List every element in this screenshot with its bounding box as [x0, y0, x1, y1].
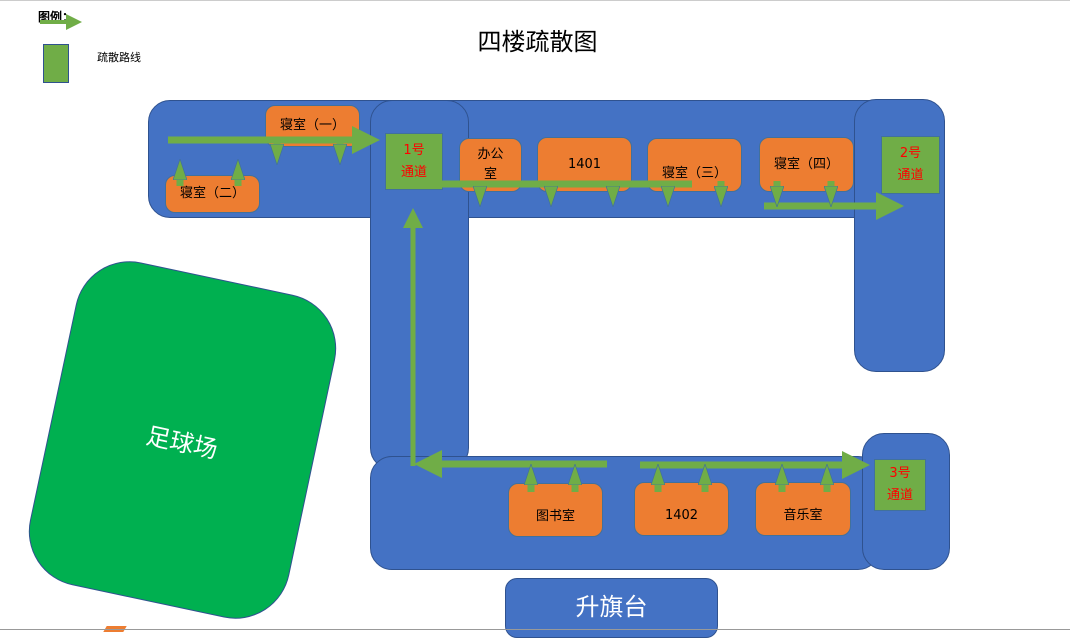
page-bottom-border	[0, 629, 1070, 630]
page-title: 四楼疏散图	[477, 28, 598, 56]
room-music: 音乐室	[755, 482, 851, 536]
legend-route-label: 疏散路线	[97, 51, 141, 64]
room-1402: 1402	[634, 482, 729, 536]
legend-swatch	[43, 44, 69, 83]
page-top-border	[0, 0, 1070, 1]
exit-channel-3: 3号 通道	[874, 459, 926, 511]
exit-channel-2: 2号 通道	[881, 136, 940, 194]
room-library: 图书室	[508, 483, 603, 537]
